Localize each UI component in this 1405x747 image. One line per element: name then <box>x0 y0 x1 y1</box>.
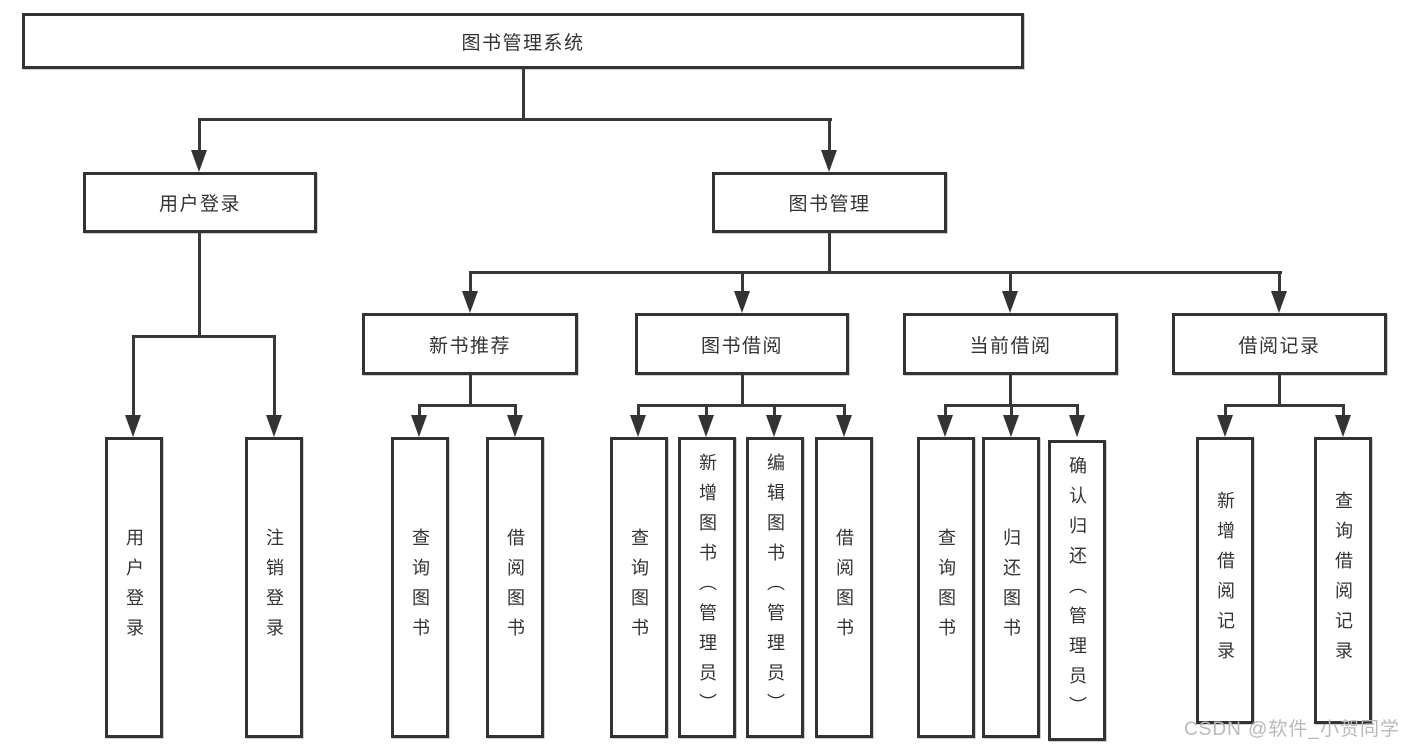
connector-line <box>1342 404 1345 417</box>
leaf-label: 查询图书 <box>936 527 956 648</box>
connector-line <box>705 404 708 417</box>
connector-line <box>132 335 135 418</box>
leaf-label: 编辑图书（管理员） <box>765 452 785 723</box>
connector-line <box>637 404 640 417</box>
node-label: 借阅记录 <box>1238 335 1321 357</box>
arrow-down-icon <box>507 415 523 437</box>
leaf-return-books: 归还图书 <box>982 437 1040 738</box>
connector-line <box>1224 404 1227 417</box>
arrow-down-icon <box>1003 415 1019 437</box>
arrow-down-icon <box>734 291 750 313</box>
leaf-borrow-books: 借阅图书 <box>486 437 544 738</box>
connector-line <box>522 66 525 120</box>
arrow-down-icon <box>1271 291 1287 313</box>
connector-line <box>828 118 831 152</box>
connector-line <box>198 118 832 121</box>
leaf-label: 注销登录 <box>264 527 284 648</box>
connector-line <box>1278 373 1281 407</box>
leaf-add-books-admin: 新增图书（管理员） <box>678 437 736 738</box>
connector-line <box>1076 404 1079 417</box>
connector-line <box>469 271 1282 274</box>
connector-line <box>944 404 947 417</box>
arrow-down-icon <box>1217 415 1233 437</box>
connector-line <box>469 271 472 295</box>
leaf-add-borrow-record: 新增借阅记录 <box>1196 437 1254 724</box>
leaf-label: 查询图书 <box>410 527 430 648</box>
arrow-down-icon <box>821 150 837 172</box>
leaf-label: 查询借阅记录 <box>1333 490 1353 671</box>
connector-line <box>198 231 201 337</box>
connector-line <box>741 373 744 407</box>
connector-line <box>1009 373 1012 407</box>
leaf-label: 新增图书（管理员） <box>697 452 717 723</box>
node-new-book-recommend: 新书推荐 <box>362 313 578 375</box>
leaf-label: 用户登录 <box>124 527 144 648</box>
leaf-query-books: 查询图书 <box>391 437 449 738</box>
leaf-query-books: 查询图书 <box>610 437 668 738</box>
node-root: 图书管理系统 <box>22 13 1024 69</box>
leaf-label: 查询图书 <box>629 527 649 648</box>
node-label: 图书管理 <box>788 194 871 215</box>
node-user-login: 用户登录 <box>83 172 317 233</box>
leaf-label: 新增借阅记录 <box>1215 490 1235 671</box>
leaf-logout: 注销登录 <box>245 437 303 738</box>
node-label: 图书借阅 <box>700 335 783 357</box>
connector-line <box>773 404 776 417</box>
arrow-down-icon <box>937 415 953 437</box>
arrow-down-icon <box>1069 415 1085 437</box>
connector-line <box>418 404 421 417</box>
connector-line <box>637 404 846 407</box>
leaf-user-login: 用户登录 <box>105 437 163 738</box>
node-label: 用户登录 <box>158 194 241 215</box>
connector-line <box>418 404 517 407</box>
leaf-label: 归还图书 <box>1001 527 1021 648</box>
node-book-management: 图书管理 <box>712 172 947 233</box>
connector-line <box>514 404 517 417</box>
arrow-down-icon <box>698 415 714 437</box>
connector-line <box>843 404 846 417</box>
node-borrow-records: 借阅记录 <box>1172 313 1387 375</box>
leaf-borrow-books: 借阅图书 <box>815 437 873 738</box>
node-book-borrow: 图书借阅 <box>635 313 849 375</box>
connector-line <box>1009 271 1012 295</box>
node-root-label: 图书管理系统 <box>461 32 585 54</box>
connector-line <box>741 271 744 295</box>
arrow-down-icon <box>462 291 478 313</box>
arrow-down-icon <box>836 415 852 437</box>
connector-line <box>198 118 201 152</box>
arrow-down-icon <box>125 415 141 437</box>
connector-line <box>273 335 276 418</box>
arrow-down-icon <box>1002 291 1018 313</box>
connector-line <box>828 231 831 273</box>
leaf-label: 借阅图书 <box>505 527 525 648</box>
connector-line <box>469 373 472 407</box>
arrow-down-icon <box>766 415 782 437</box>
leaf-edit-books-admin: 编辑图书（管理员） <box>746 437 804 738</box>
arrow-down-icon <box>630 415 646 437</box>
node-label: 当前借阅 <box>969 335 1052 357</box>
leaf-confirm-return-admin: 确认归还（管理员） <box>1048 440 1106 741</box>
arrow-down-icon <box>266 415 282 437</box>
leaf-query-borrow-record: 查询借阅记录 <box>1314 437 1372 724</box>
leaf-label: 借阅图书 <box>834 527 854 648</box>
connector-line <box>1224 404 1345 407</box>
connector-line <box>1278 271 1281 295</box>
node-label: 新书推荐 <box>428 335 511 357</box>
connector-line <box>132 335 276 338</box>
leaf-label: 确认归还（管理员） <box>1067 455 1087 726</box>
connector-line <box>1010 404 1013 417</box>
arrow-down-icon <box>411 415 427 437</box>
csdn-watermark: CSDN @软件_小贺同学 <box>1184 719 1400 740</box>
arrow-down-icon <box>1335 415 1351 437</box>
node-current-borrow: 当前借阅 <box>903 313 1118 375</box>
leaf-query-books: 查询图书 <box>917 437 975 738</box>
arrow-down-icon <box>191 150 207 172</box>
